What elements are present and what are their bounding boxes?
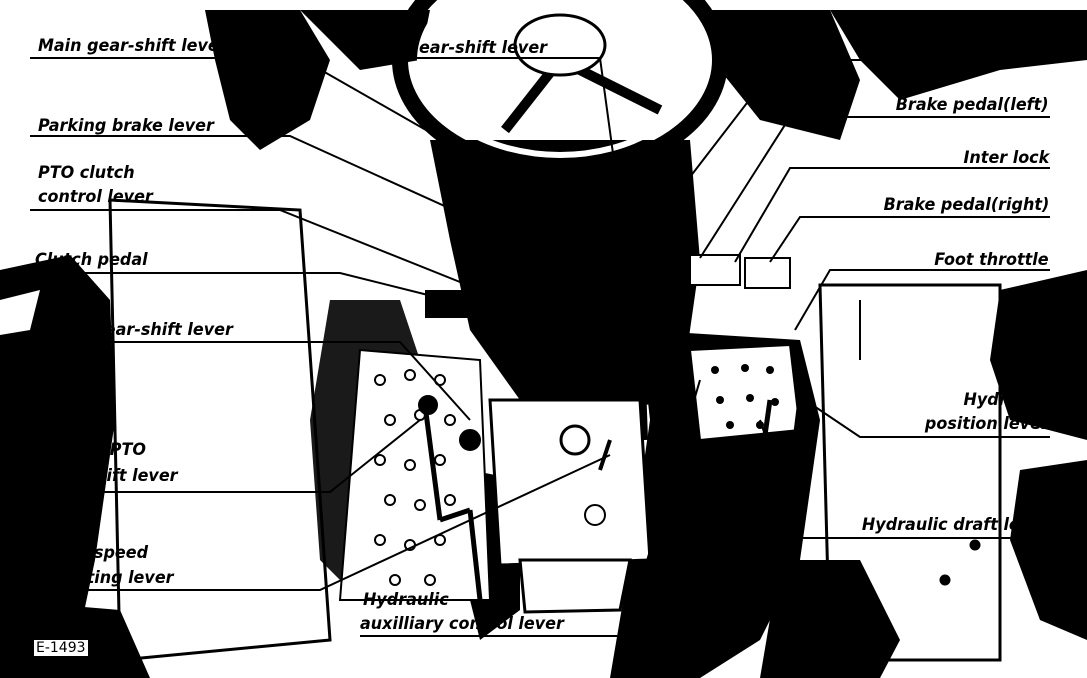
label-brake-pedal-left: Brake pedal(left) (896, 95, 1049, 115)
label-main-gear-shift-lever: Main gear-shift lever (38, 36, 227, 56)
label-pto-clutch-line-2: control lever (38, 187, 153, 207)
leader-lines (30, 57, 1050, 637)
label-hydraulic-draft-lever: Hydraulic draft lever (862, 515, 1049, 535)
right-floor-plate (688, 343, 802, 442)
right-fender (818, 283, 1002, 662)
label-hydraulic-auxiliary-line-1: Hydraulic (363, 590, 449, 610)
label-parking-brake-lever: Parking brake lever (38, 116, 214, 136)
brake-pedals (689, 254, 791, 289)
label-hydraulic-position-line-2: position lever (925, 414, 1049, 434)
label-pto-clutch-line-1: PTO clutch (38, 163, 135, 183)
label-engine-stop-knob: Engine stop knob (892, 38, 1049, 58)
figure-code: E-1493 (34, 640, 88, 656)
label-down-speed-line-2: adjusting lever (38, 568, 174, 588)
label-hydraulic-position-line-1: Hydraulic (963, 390, 1049, 410)
label-down-speed-line-1: Down speed (38, 543, 149, 563)
steering-wheel (392, 0, 728, 178)
clutch-pedal-shape (425, 290, 495, 318)
label-hydraulic-auxiliary-line-2: auxilliary control lever (360, 614, 564, 634)
label-brake-pedal-right: Brake pedal(right) (883, 195, 1049, 215)
label-ground-pto-line-1: Ground PTO (38, 440, 146, 460)
left-fender (108, 198, 332, 662)
label-foot-throttle: Foot throttle (934, 250, 1049, 270)
left-floor-plate (338, 348, 492, 601)
label-creep-gear-shift-lever: Creep gear-shift lever (35, 320, 233, 340)
label-clutch-pedal: Clutch pedal (35, 250, 148, 270)
levers (418, 195, 803, 601)
label-hi-lo-gear-shift-lever: Hi-lo gear-shift lever (360, 38, 548, 58)
label-ground-pto-line-2: gear-shift lever (38, 466, 178, 486)
label-inter-lock: Inter lock (963, 148, 1049, 168)
